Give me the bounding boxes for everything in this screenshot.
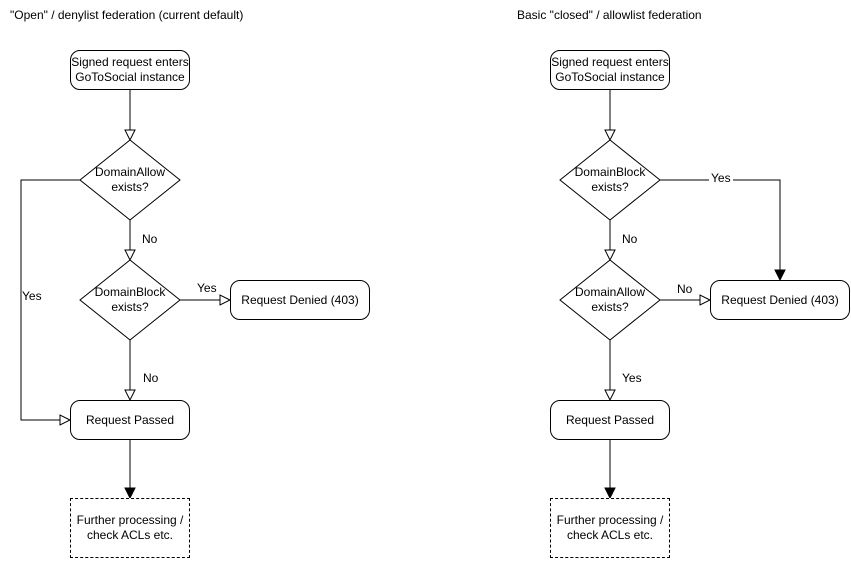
right-decision2-label: DomainAllow exists? <box>574 285 646 314</box>
right-decision1-diamond <box>559 139 661 221</box>
right-decision2-open-arrowhead-icon <box>604 249 616 262</box>
right-decision1-yes-connector <box>660 179 781 270</box>
right-decision2-yes-label: Yes <box>622 371 642 385</box>
right-decision2-diamond <box>559 259 661 341</box>
left-further-processing-node: Further processing / check ACLs etc. <box>70 498 190 558</box>
right-decision1-label: DomainBlock exists? <box>574 165 646 194</box>
right-further-filled-arrowhead-icon <box>604 487 616 500</box>
left-decision2-label: DomainBlock exists? <box>94 285 166 314</box>
right-decision1-yes-label: Yes <box>709 171 733 185</box>
right-denied-top-filled-arrowhead-icon <box>774 269 786 282</box>
right-passed-node: Request Passed <box>550 400 670 440</box>
right-decision1-open-arrowhead-icon <box>604 129 616 142</box>
left-decision2-open-arrowhead-icon <box>124 249 136 262</box>
right-further-processing-node: Further processing / check ACLs etc. <box>550 498 670 558</box>
left-decision1-label: DomainAllow exists? <box>94 165 166 194</box>
right-decision1-no-label: No <box>622 232 638 246</box>
left-passed-top-open-arrowhead-icon <box>124 389 136 402</box>
left-decision1-yes-connector <box>20 179 80 421</box>
right-entry-node: Signed request enters GoToSocial instanc… <box>550 50 670 90</box>
right-denied-open-arrowhead-icon <box>699 294 712 306</box>
right-decision2-no-label: No <box>677 282 693 296</box>
left-decision2-diamond <box>79 259 181 341</box>
left-decision1-open-arrowhead-icon <box>124 129 136 142</box>
right-chart-title: Basic "closed" / allowlist federation <box>517 8 702 22</box>
left-passed-node: Request Passed <box>70 400 190 440</box>
right-passed-top-open-arrowhead-icon <box>604 389 616 402</box>
left-passed-open-arrowhead-icon <box>59 414 72 426</box>
left-decision1-diamond <box>79 139 181 221</box>
left-denied-open-arrowhead-icon <box>219 294 232 306</box>
left-chart-title: "Open" / denylist federation (current de… <box>10 8 244 22</box>
left-entry-node: Signed request enters GoToSocial instanc… <box>70 50 190 90</box>
left-denied-node: Request Denied (403) <box>230 280 370 320</box>
left-decision2-no-label: No <box>143 371 159 385</box>
left-further-filled-arrowhead-icon <box>124 487 136 500</box>
left-decision1-no-label: No <box>142 232 158 246</box>
right-denied-node: Request Denied (403) <box>710 280 850 320</box>
left-decision1-yes-label: Yes <box>22 289 42 303</box>
left-decision2-yes-label: Yes <box>197 281 217 295</box>
